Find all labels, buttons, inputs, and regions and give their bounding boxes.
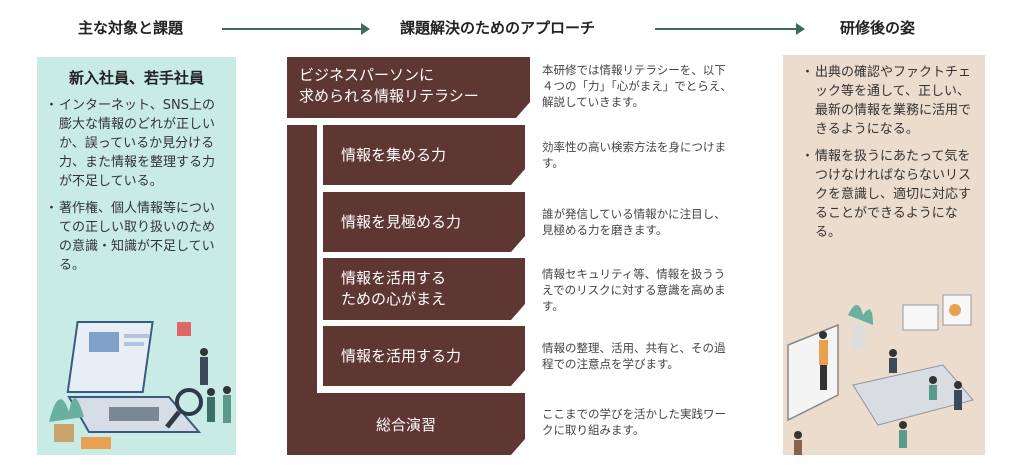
final-box: 総合演習: [287, 393, 525, 455]
arrow-icon: [222, 23, 370, 35]
list-item: 著作権、個人情報等についての正しい取り扱いのための意識・知識が不足している。: [45, 199, 222, 275]
header-after: 研修後の姿: [840, 19, 916, 37]
item-desc: 情報セキュリティ等、情報を扱ううえでのリスクに対する意識を高めます。: [542, 267, 726, 313]
meeting-illustration-icon: [787, 294, 974, 455]
final-desc: ここまでの学びを活かした実践ワークに取り組みます。: [542, 407, 726, 437]
header-approach: 課題解決のためのアプローチ: [400, 19, 596, 37]
item-desc: 誰が発信している情報かに注目し、見極める力を磨きます。: [542, 207, 726, 237]
item-desc: 効率性の高い検索方法を身につけます。: [542, 140, 726, 170]
item-collect: 情報を集める力: [323, 125, 525, 185]
literacy-line2: 求められる情報リテラシー: [299, 87, 479, 105]
item-label-line2: ための心がまえ: [341, 290, 447, 308]
arrow-icon: [655, 23, 805, 35]
target-panel: 新入社員、若手社員 インターネット、SNS上の膨大な情報のどれが正しいか、誤って…: [37, 57, 236, 455]
header-target: 主な対象と課題: [78, 19, 184, 37]
item-utilize: 情報を活用する力: [323, 326, 525, 386]
laptop-illustration-icon: [49, 321, 231, 449]
after-bullets: 出典の確認やファクトチェック等を通して、正しい、最新の情報を業務に活用できるよう…: [783, 63, 985, 242]
final-label: 総合演習: [375, 415, 436, 434]
item-discern: 情報を見極める力: [323, 192, 525, 252]
after-panel: 出典の確認やファクトチェック等を通して、正しい、最新の情報を業務に活用できるよう…: [783, 55, 985, 455]
item-label-line1: 情報を活用する: [341, 269, 447, 287]
item-label: 情報を見極める力: [341, 212, 462, 231]
item-desc: 情報の整理、活用、共有と、その過程での注意点を学びます。: [542, 341, 726, 371]
list-item: 出典の確認やファクトチェック等を通して、正しい、最新の情報を業務に活用できるよう…: [801, 63, 973, 139]
literacy-line1: ビジネスパーソンに: [299, 66, 435, 84]
item-label: 情報を活用する力: [341, 346, 462, 365]
literacy-desc: 本研修では情報リテラシーを、以下４つの「力」「心がまえ」でとらえ、解説していきま…: [542, 63, 732, 109]
literacy-box: ビジネスパーソンに 求められる情報リテラシー: [287, 57, 530, 118]
target-title: 新入社員、若手社員: [68, 69, 204, 87]
item-mindset: 情報を活用する ための心がまえ: [323, 258, 525, 320]
list-item: インターネット、SNS上の膨大な情報のどれが正しいか、誤っているか見分ける力、ま…: [45, 96, 222, 191]
list-item: 情報を扱うにあたって気をつけなければならないリスクを意識し、適切に対応することが…: [801, 147, 973, 242]
item-label: 情報を集める力: [341, 145, 447, 164]
target-bullets: インターネット、SNS上の膨大な情報のどれが正しいか、誤っているか見分ける力、ま…: [37, 96, 236, 275]
